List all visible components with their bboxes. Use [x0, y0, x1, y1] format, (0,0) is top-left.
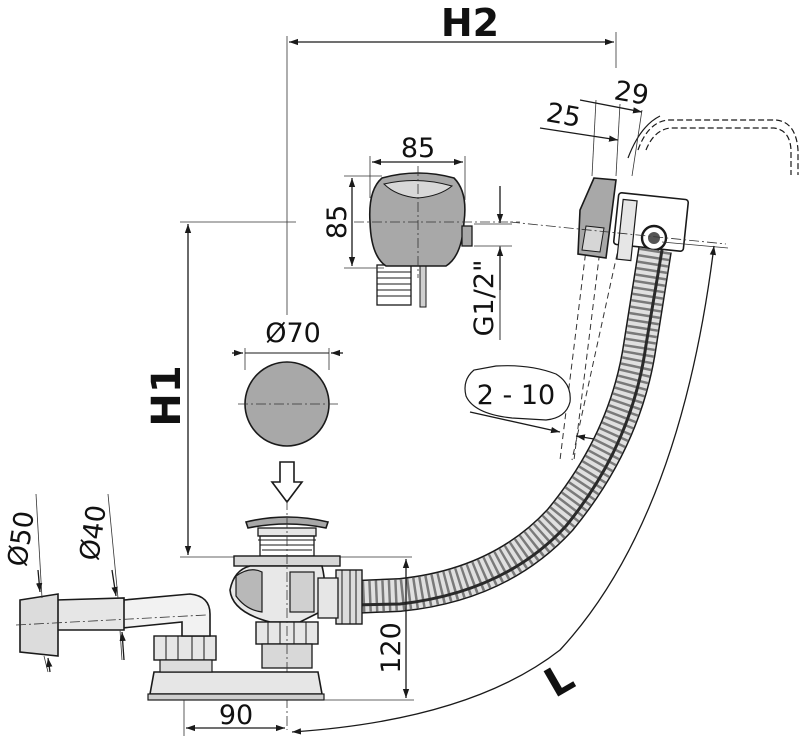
l-label: L	[537, 654, 582, 707]
wall-thickness-range: 2 - 10	[464, 365, 601, 441]
plug-cap: Ø70	[232, 318, 343, 447]
range-label: 2 - 10	[477, 380, 555, 411]
height-120-label: 120	[376, 622, 407, 674]
h1-label: H1	[144, 365, 190, 426]
width-90-dimension: 90	[183, 700, 285, 736]
overflow-width-label: 85	[401, 133, 435, 164]
thread-dimension: G1/2"	[469, 186, 512, 340]
flange-dimensions: 25 29	[539, 75, 651, 177]
outlet-diameter-dimensions: Ø50 Ø40	[2, 493, 126, 673]
trap	[15, 593, 325, 701]
outlet-50-label: Ø50	[2, 509, 40, 568]
l-dimension: L	[291, 241, 729, 735]
flange-25-label: 25	[544, 97, 583, 133]
flange-29-label: 29	[612, 75, 651, 111]
h2-label: H2	[441, 1, 499, 45]
width-90-label: 90	[219, 700, 253, 731]
overflow-height-label: 85	[322, 205, 353, 239]
outlet-40-label: Ø40	[74, 503, 112, 562]
overflow-flange	[509, 115, 799, 461]
thread-label: G1/2"	[469, 260, 500, 337]
cap-diameter-label: Ø70	[265, 318, 321, 349]
down-arrow-icon	[270, 461, 304, 504]
overflow-width-dimension: 85	[369, 133, 466, 200]
h2-dimension: H2	[286, 1, 617, 315]
